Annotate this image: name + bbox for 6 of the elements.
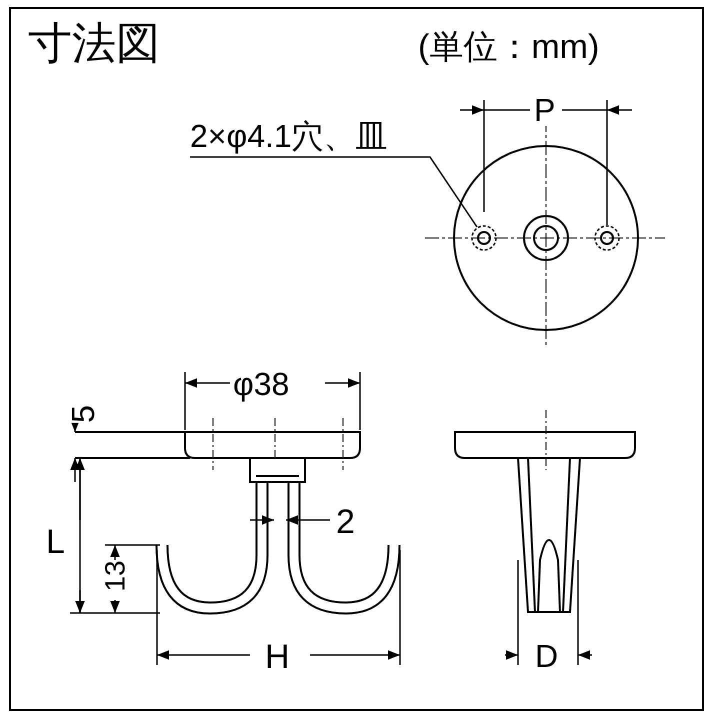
- leader-line: [190, 156, 478, 228]
- unit-note: (単位：mm): [418, 30, 600, 64]
- callout-text: 2×φ4.1穴、皿: [190, 120, 388, 152]
- countersunk-hole: [471, 225, 497, 251]
- title: 寸法図: [28, 22, 160, 66]
- dimension-label: P: [534, 94, 556, 126]
